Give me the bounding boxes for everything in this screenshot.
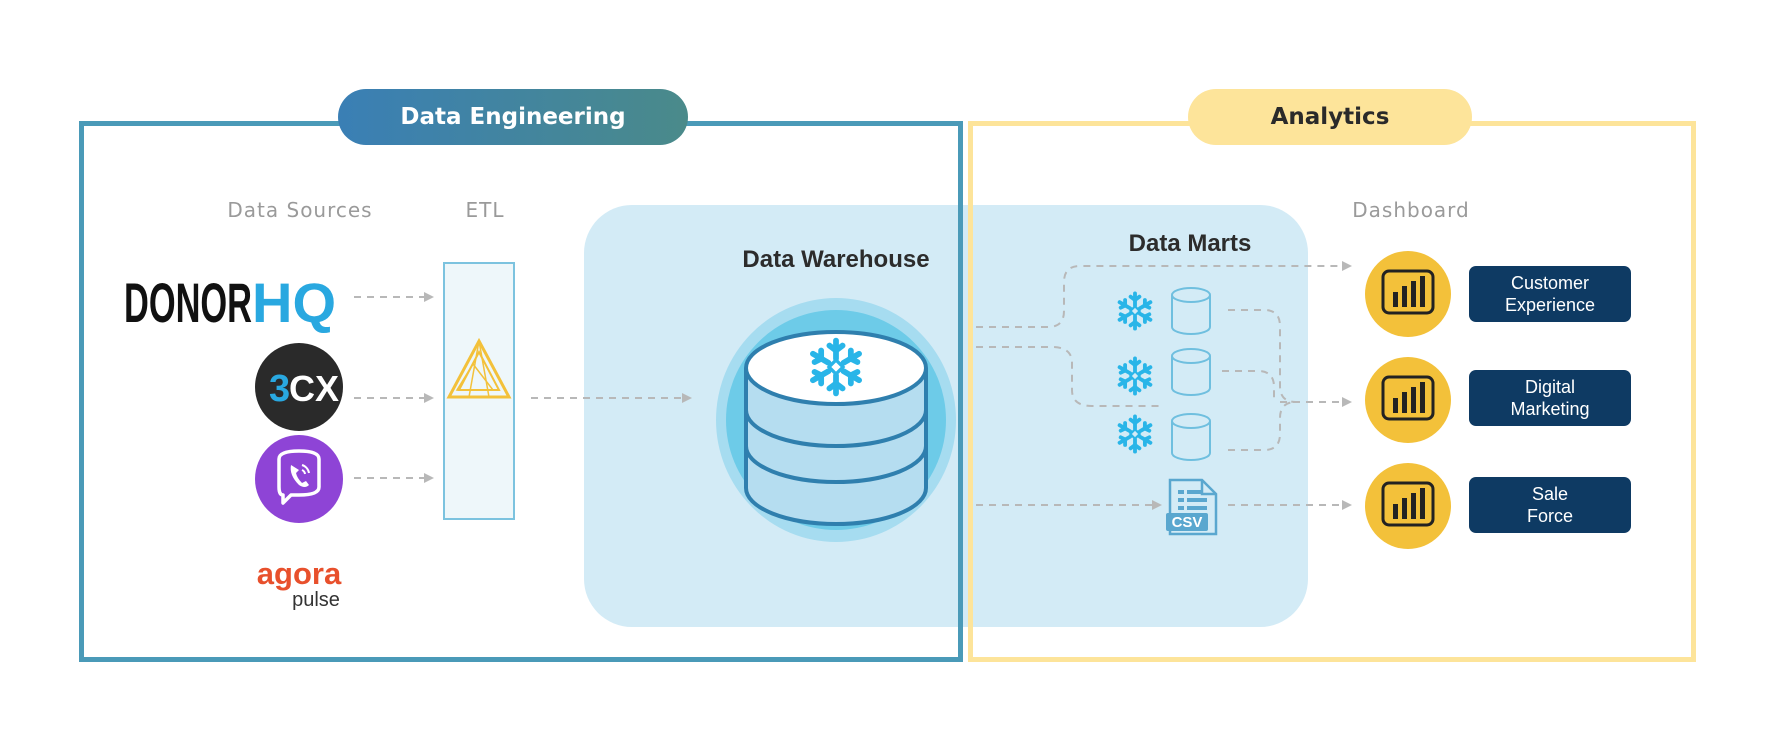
phone-icon <box>290 465 309 487</box>
data-engineering-title: Data Engineering <box>400 104 626 130</box>
viber-logo <box>255 435 343 523</box>
data-engineering-header: Data Engineering <box>338 89 688 145</box>
snowflake-icon <box>1117 414 1153 454</box>
etl-label: ETL <box>465 198 505 222</box>
data-warehouse-title: Data Warehouse <box>742 246 930 273</box>
data-marts-title: Data Marts <box>1128 230 1252 257</box>
csv-label: CSV <box>1172 514 1203 531</box>
power-bi-icon <box>1363 355 1453 445</box>
database-icon <box>1171 287 1211 335</box>
database-icon <box>1171 413 1211 461</box>
data-warehouse-database-icon <box>716 298 956 542</box>
agorapulse-logo-text-b: pulse <box>292 589 340 611</box>
3cx-logo-digit: 3 <box>269 368 290 410</box>
dashboard-label-line1: Sale <box>1531 484 1568 504</box>
3cx-logo <box>255 343 343 431</box>
dashboard-label-line2: Marketing <box>1510 399 1590 419</box>
dashboard-label-line1: Customer <box>1510 273 1590 293</box>
3cx-logo-text: CX <box>289 368 339 409</box>
analytics-title: Analytics <box>1270 104 1390 130</box>
dashboard-label-line2: Force <box>1526 506 1573 526</box>
power-bi-icon <box>1363 249 1453 339</box>
csv-file-icon <box>1166 478 1218 536</box>
analytics-header: Analytics <box>1188 89 1472 145</box>
etl-box <box>443 262 515 520</box>
snowflake-icon <box>1117 356 1153 396</box>
source-arrows <box>354 261 1352 510</box>
power-bi-icon <box>1363 461 1453 551</box>
dashboard-label: Dashboard <box>1352 198 1470 222</box>
donorhq-logo-text-b: HQ <box>252 271 336 334</box>
snowflake-icon <box>1117 291 1153 331</box>
dashboard-label-line1: Digital <box>1524 377 1576 397</box>
data-sources-label: Data Sources <box>227 198 373 222</box>
donorhq-logo-text-a: DONOR <box>124 271 252 334</box>
etl-triangle-icon <box>446 337 512 399</box>
database-icon <box>1171 348 1211 396</box>
dashboard-label-line2: Experience <box>1504 295 1596 315</box>
agorapulse-logo-text-a: agora <box>257 556 342 591</box>
